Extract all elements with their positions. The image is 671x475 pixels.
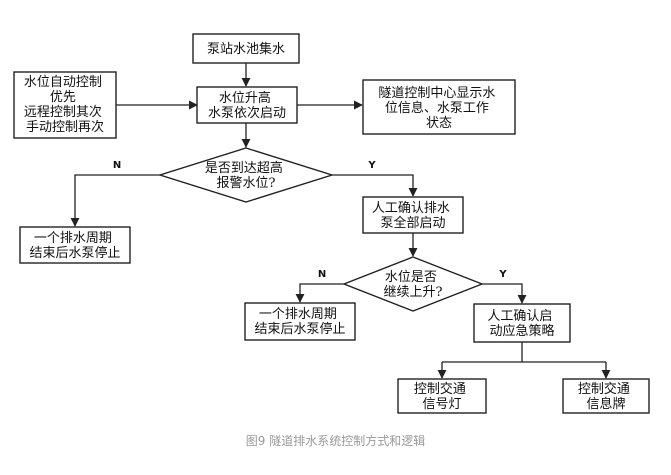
edge-continue-yes <box>482 283 527 304</box>
edge-alarm-no <box>70 174 160 227</box>
edge-label-continue-yes: Y <box>498 269 507 280</box>
node-stop-mid <box>244 302 356 341</box>
node-stop-mid-text: 一个排水周期 结束后水泵停止 <box>254 307 345 337</box>
node-pool <box>192 33 300 64</box>
node-priority-text: 水位自动控制 优先 远程控制其次 手动控制再次 <box>24 75 106 135</box>
node-alarm-check-text: 是否到达超高 报警水位? <box>205 160 287 191</box>
node-pool-text: 泵站水池集水 <box>207 41 285 57</box>
node-emergency <box>473 303 571 343</box>
node-traffic-light-text: 控制交通 信号灯 <box>414 381 470 412</box>
node-info-board-text: 控制交通 信息牌 <box>578 381 634 412</box>
figure-caption: 图9 隧道排水系统控制方式和逻辑 <box>245 434 426 448</box>
node-continue-check <box>342 256 484 312</box>
node-stop-left <box>19 226 131 264</box>
node-water-rise <box>196 86 298 124</box>
node-continue-check-text: 水位是否 继续上升? <box>384 270 443 300</box>
node-traffic-light <box>397 378 487 414</box>
node-info-board <box>562 378 650 414</box>
edge-label-alarm-no: N <box>113 160 121 171</box>
node-manual-all-text: 人工确认排水 泵全部启动 <box>372 201 454 231</box>
edge-label-alarm-yes: Y <box>367 160 376 171</box>
edge-alarm-yes <box>332 174 418 197</box>
node-tunnel-center <box>362 79 516 135</box>
edges <box>70 63 611 379</box>
node-water-rise-text: 水位升高 水泵依次启动 <box>208 90 286 121</box>
node-stop-left-text: 一个排水周期 结束后水泵停止 <box>29 231 120 261</box>
node-tunnel-center-text: 隧道控制中心显示水 位信息、水泵工作 状态 <box>378 85 499 131</box>
node-alarm-check <box>157 147 335 203</box>
edge-label-continue-no: N <box>318 269 326 280</box>
node-priority <box>13 71 117 139</box>
edge-continue-no <box>295 283 344 303</box>
node-manual-all <box>362 196 464 234</box>
node-emergency-text: 人工确认启 动应急策略 <box>487 309 556 339</box>
